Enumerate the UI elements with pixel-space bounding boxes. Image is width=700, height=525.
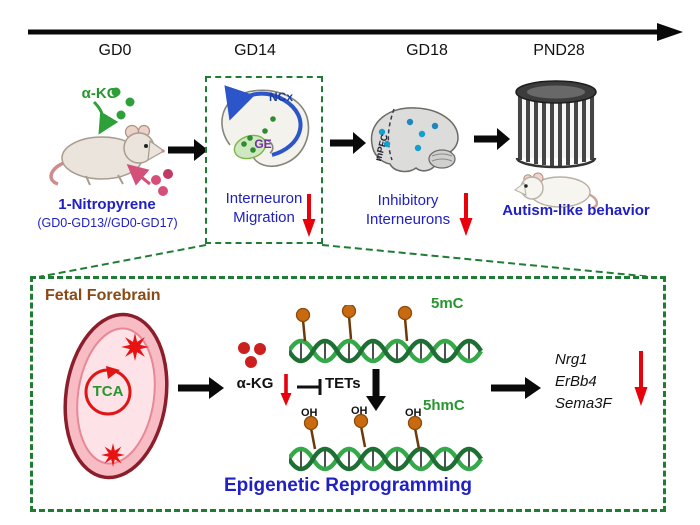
mouse-small-icon	[514, 172, 598, 210]
arrow-stage2-to-stage3	[330, 132, 366, 154]
arrow-5mc-to-5hmc	[366, 369, 386, 411]
decrease-arrow-akg	[280, 374, 292, 406]
oh-label-2: OH	[351, 405, 368, 417]
ncx-label: NCx	[268, 90, 293, 104]
decrease-arrow-interneurons	[459, 193, 473, 236]
5mc-label: 5mC	[431, 295, 464, 312]
mitochondrion-icon	[63, 312, 169, 480]
treatment-name: 1-Nitropyrene	[58, 196, 156, 213]
akg-down-arrow-icon	[92, 100, 119, 135]
arrow-mito-to-akg	[178, 377, 224, 399]
disruption-starburst-top	[121, 333, 149, 361]
dna-5hmc-icon	[289, 413, 483, 472]
oh-label-1: OH	[301, 407, 318, 419]
brain-icon	[370, 107, 459, 173]
arrow-stage3-to-stage4	[474, 128, 510, 150]
tca-label: TCA	[92, 383, 124, 400]
tets-label: TETs	[325, 375, 361, 392]
akg-dots-icon	[111, 87, 135, 120]
behavior-caption: Autism-like behavior	[502, 202, 650, 219]
disruption-starburst-bottom	[101, 443, 125, 467]
akg-metabolite-dots-icon	[238, 342, 266, 368]
mouse-icon	[49, 124, 166, 186]
timeline-label-gd18: GD18	[406, 42, 448, 59]
gd14-caption-line1: Interneuron	[225, 190, 303, 207]
region-title: Fetal Forebrain	[45, 287, 161, 304]
timeline-label-pnd28: PND28	[533, 42, 585, 59]
alpha-kg-label: α-KG	[81, 85, 119, 102]
gd18-caption-line1: Inhibitory	[377, 192, 439, 209]
timeline-label-gd14: GD14	[234, 42, 276, 59]
akg-mechanism-label: α-KG	[236, 375, 274, 392]
oh-label-3: OH	[405, 407, 422, 419]
pregnant-mouse-illustration	[49, 87, 173, 196]
mechanism-panel: Fetal Forebrain TCA α-KG	[30, 276, 666, 512]
gd18-caption-line2: Interneurons	[365, 211, 451, 228]
inhibition-tbar-icon	[297, 379, 322, 395]
interneuron-dots	[378, 118, 439, 152]
ge-label: GE	[254, 137, 272, 151]
treatment-schedule: (GD0-GD13//GD0-GD17)	[37, 216, 178, 230]
gene-erbb4: ErBb4	[555, 373, 597, 390]
nitropyrene-dots-icon	[151, 169, 173, 196]
embryonic-brain-section-icon	[221, 85, 310, 167]
migrating-interneuron-dots	[241, 116, 276, 153]
timeline-arrow	[28, 23, 683, 41]
timeline-label-gd0: GD0	[98, 42, 132, 59]
nitropyrene-up-arrow-icon	[126, 164, 151, 186]
decrease-arrow-migration	[302, 194, 316, 237]
tca-cycle-arrowhead	[106, 366, 120, 379]
gd14-panel: NCx GE Interneuron Migration	[205, 76, 323, 244]
arrow-stage1-to-stage2	[168, 139, 208, 161]
migration-arrow-icon	[224, 85, 303, 157]
gd14-caption-line2: Migration	[233, 209, 295, 226]
arrow-dna-to-genes	[491, 377, 541, 399]
gene-nrg1: Nrg1	[555, 351, 588, 368]
5hmc-label: 5hmC	[423, 397, 465, 414]
decrease-arrow-genes	[634, 351, 648, 406]
gene-sema3f: Sema3F	[555, 395, 612, 412]
dna-5mc-icon	[289, 305, 483, 364]
methyl-lollipops	[301, 315, 409, 342]
mechanism-footer: Epigenetic Reprogramming	[223, 475, 473, 496]
hydroxymethyl-lollipops	[309, 425, 421, 450]
cage-icon	[515, 80, 597, 169]
